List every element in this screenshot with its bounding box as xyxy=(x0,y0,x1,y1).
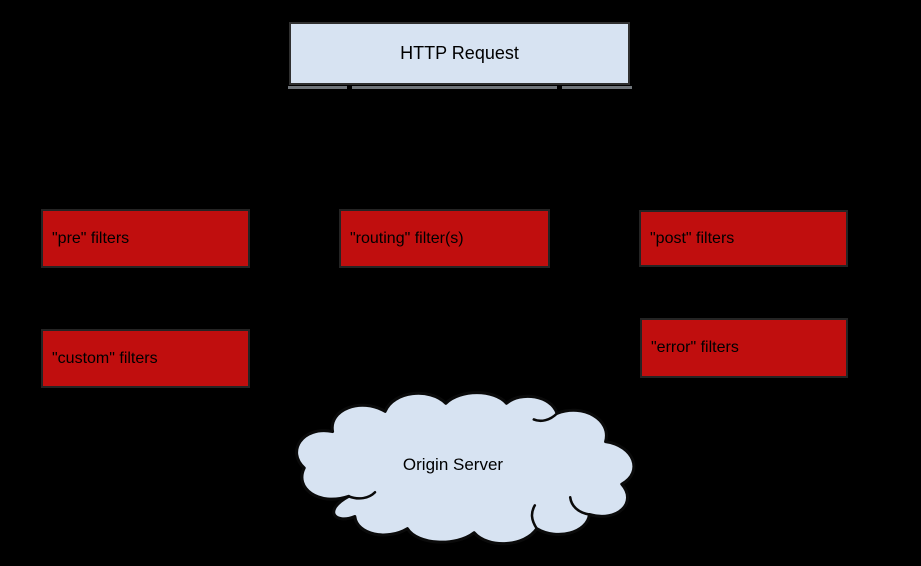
error-filters-node: "error" filters xyxy=(640,318,848,378)
pre-filters-node: "pre" filters xyxy=(41,209,250,268)
connector-stub-right xyxy=(562,86,632,89)
cloud-shape xyxy=(295,391,636,546)
origin-server-label: Origin Server xyxy=(402,455,504,474)
custom-filters-node: "custom" filters xyxy=(41,329,250,388)
origin-server-cloud xyxy=(282,386,642,554)
post-filters-node: "post" filters xyxy=(639,210,848,267)
connector-stub-middle xyxy=(352,86,557,89)
connector-stub-left xyxy=(288,86,347,89)
routing-filters-node: "routing" filter(s) xyxy=(339,209,550,268)
http-request-node: HTTP Request xyxy=(289,22,630,85)
